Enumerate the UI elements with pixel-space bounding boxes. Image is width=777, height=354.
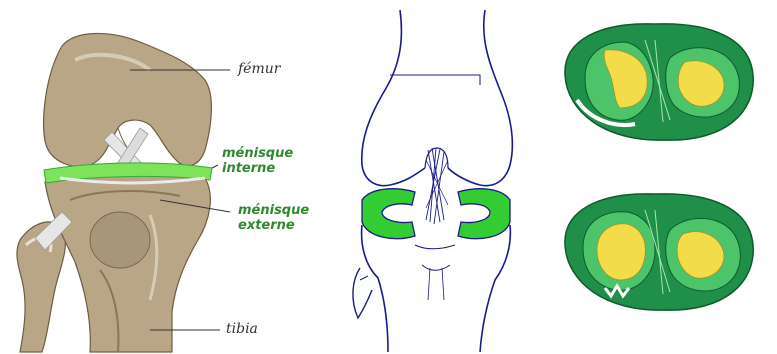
meniscus-left [362, 189, 415, 239]
femur-label: fémur [238, 61, 280, 77]
knee-anatomy-illustration: fémur ménisque interne ménisque externe … [0, 0, 330, 354]
tibial-plateau-drawing [545, 0, 777, 354]
menisque-externe-label-line2: externe [238, 218, 309, 233]
tibia-label: tibia [226, 321, 258, 337]
menisque-interne-label: ménisque interne [222, 146, 293, 176]
knee-outline-drawing [330, 0, 545, 354]
meniscus-right [458, 189, 510, 239]
menisque-interne-label-line1: ménisque [222, 146, 293, 161]
menisque-externe-label: ménisque externe [238, 203, 309, 233]
tibial-plateau-bottom [565, 194, 753, 310]
menisque-interne-label-line2: interne [222, 161, 293, 176]
knee-anatomy-drawing [0, 0, 330, 354]
tibial-plateau-top [565, 24, 753, 140]
menisque-externe-label-line1: ménisque [238, 203, 309, 218]
tibial-plateau-views [545, 0, 777, 354]
knee-line-drawing [330, 0, 545, 354]
